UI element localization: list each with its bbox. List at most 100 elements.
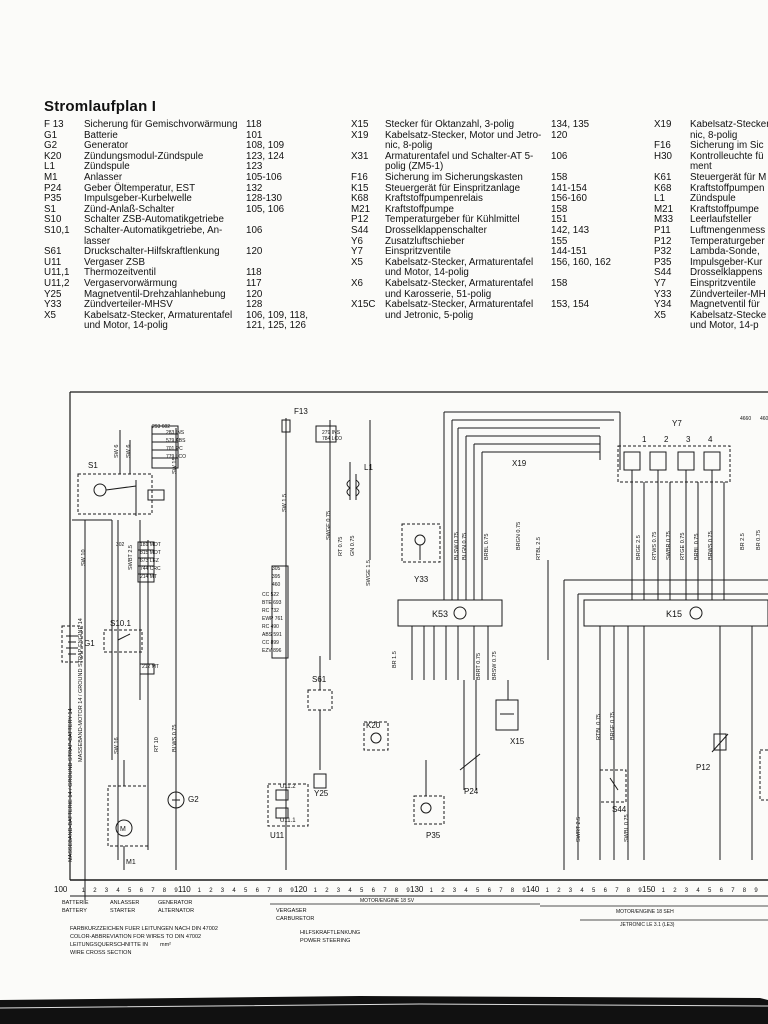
legend-code: Y7 bbox=[351, 246, 363, 258]
legend-description: Einspritzventile bbox=[690, 277, 756, 289]
scale-mark: 8 bbox=[279, 888, 283, 894]
legend-pages: 155 bbox=[551, 235, 568, 247]
legend-code: M1 bbox=[44, 171, 58, 183]
legend-pages: 128-130 bbox=[246, 193, 282, 205]
legend-description: Kabelsatz-Stecker, Motor und Jetro- bbox=[385, 129, 542, 141]
ignition-module-k20 bbox=[363, 721, 389, 751]
legend-code: U11,1 bbox=[44, 267, 70, 279]
solenoid-valve-y25 bbox=[313, 773, 327, 789]
scale-mark: 9 bbox=[174, 888, 178, 894]
crank-sensor-p35 bbox=[413, 760, 445, 825]
legend-description: polig (ZM5-1) bbox=[385, 161, 444, 173]
legend-pages: 151 bbox=[551, 214, 568, 226]
caption-starter-a: ANLASSER bbox=[110, 900, 139, 906]
legend-description: Steuergerät für Einspritzanlage bbox=[385, 182, 521, 194]
legend-pages: 158 bbox=[551, 171, 568, 183]
scale-mark: 7 bbox=[615, 888, 619, 894]
legend-row: und Karosserie, 51-polig bbox=[351, 289, 641, 301]
legend-pages: 141-154 bbox=[551, 182, 587, 194]
legend-code: P11 bbox=[654, 224, 671, 236]
legend-description: Kraftstoffpumpe bbox=[385, 203, 454, 215]
legend-description: und Motor, 14-p bbox=[690, 320, 759, 332]
scale-mark: 4 bbox=[696, 888, 700, 894]
legend-description: Kontrolleuchte fü bbox=[690, 150, 764, 162]
ecu-k15 bbox=[583, 599, 768, 860]
legend-description: Impulsgeber-Kurbelwelle bbox=[84, 193, 192, 205]
wire-label: SW 16 bbox=[114, 737, 120, 754]
legend-pages: 158 bbox=[551, 277, 568, 289]
wire-label: RTGE 0.75 bbox=[680, 533, 686, 560]
legend-code: K68 bbox=[654, 182, 672, 194]
caption-power-steering-a: HILFSKRAFTLENKUNG bbox=[300, 930, 360, 936]
k53-module bbox=[397, 599, 503, 680]
legend-description: Kraftstoffpumpenrelais bbox=[385, 193, 483, 205]
legend-row: und Jetronic, 5-polig bbox=[351, 310, 641, 322]
scale-mark: 8 bbox=[627, 888, 631, 894]
wire-label: SW 15 bbox=[172, 457, 178, 474]
wire-label: RT 10 bbox=[154, 737, 160, 752]
legend-description: Armaturentafel und Schalter-AT 5- bbox=[385, 150, 534, 162]
legend-code: U11 bbox=[44, 256, 62, 268]
scale-mark: 8 bbox=[395, 888, 399, 894]
x19-connector bbox=[443, 411, 621, 600]
scale-mark: 6 bbox=[720, 888, 724, 894]
legend-code: P35 bbox=[44, 193, 62, 205]
scale-mark: 7 bbox=[267, 888, 271, 894]
scale-mark: 9 bbox=[290, 888, 294, 894]
legend-row: nic, 8-polig bbox=[654, 130, 768, 142]
connector-label: BTE 693 bbox=[262, 600, 282, 606]
p12-label: P12 bbox=[696, 763, 711, 772]
legend-description: Zündspule bbox=[690, 193, 736, 205]
throttle-switch-s44 bbox=[599, 769, 627, 803]
oil-temp-sensor-p24 bbox=[459, 680, 481, 790]
band-jetronic: JETRONIC LE 3.1 (LE3) bbox=[620, 922, 675, 928]
scale-mark: 5 bbox=[244, 888, 248, 894]
battery bbox=[61, 625, 83, 663]
connector-label: ABS 591 bbox=[262, 632, 282, 638]
connector-label: 673 LEZ bbox=[140, 558, 159, 564]
connector-label: EWP 761 bbox=[262, 616, 283, 622]
caption-alternator-a: GENERATOR bbox=[158, 900, 192, 906]
scale-mark: 4 bbox=[348, 888, 352, 894]
legend-pages: 144-151 bbox=[551, 246, 587, 258]
s10-1-label: S10.1 bbox=[110, 619, 131, 628]
scale-mark: 4 bbox=[580, 888, 584, 894]
k15-label: K15 bbox=[666, 609, 682, 619]
legend-code: M21 bbox=[351, 203, 371, 215]
legend-row: und Motor, 14-p bbox=[654, 321, 768, 332]
wire-label: BR 0.75 bbox=[756, 530, 762, 550]
svg-text:MASSEBAND-MOTOR 14 / GROUND ST: MASSEBAND-MOTOR 14 / GROUND STRAP-ENGINE… bbox=[78, 618, 84, 762]
scale-mark: 1 bbox=[546, 888, 550, 894]
p35-label: P35 bbox=[426, 831, 441, 840]
scale-mark: 3 bbox=[453, 888, 457, 894]
legend-code: S61 bbox=[44, 246, 62, 258]
scale-mark: 2 bbox=[93, 888, 97, 894]
legend-description: Geber Öltemperatur, EST bbox=[84, 182, 196, 194]
coolant-temp-sensor-p12 bbox=[711, 733, 729, 753]
legend-pages: 120 bbox=[246, 288, 263, 300]
connector-label: 4660 bbox=[740, 416, 751, 422]
connector-label: 395 bbox=[272, 574, 281, 580]
legend-code bbox=[351, 311, 385, 322]
wire-label: SW 1.5 bbox=[282, 494, 288, 512]
legend-code bbox=[654, 321, 690, 332]
legend-code: G2 bbox=[44, 140, 58, 152]
y7-pin-4: 4 bbox=[708, 435, 713, 444]
legend-pages: 158 bbox=[551, 203, 568, 215]
